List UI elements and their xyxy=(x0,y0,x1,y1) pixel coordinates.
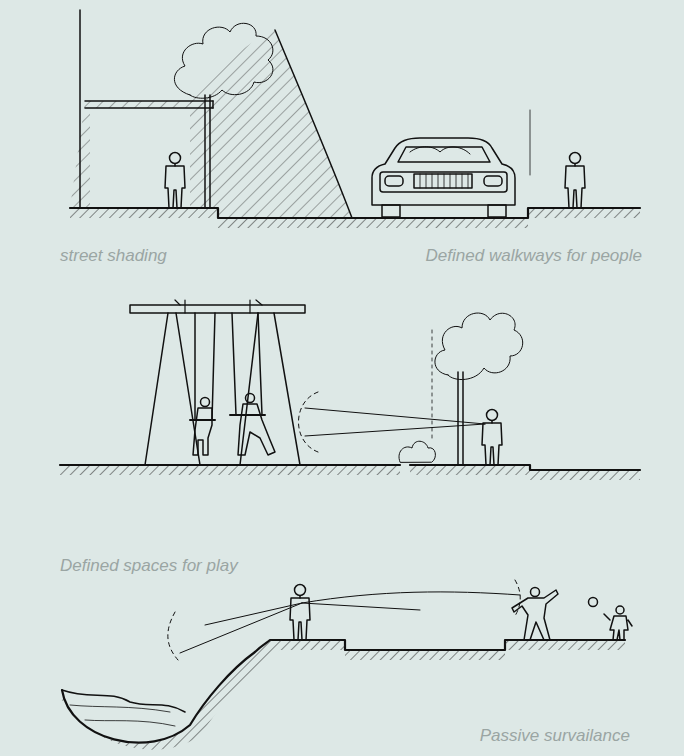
caption-label: Defined spaces for play xyxy=(60,556,238,576)
caption-label: street shading xyxy=(60,246,167,266)
caption-label: Passive survailance xyxy=(480,726,630,746)
caption-label: Defined walkways for people xyxy=(426,246,642,266)
